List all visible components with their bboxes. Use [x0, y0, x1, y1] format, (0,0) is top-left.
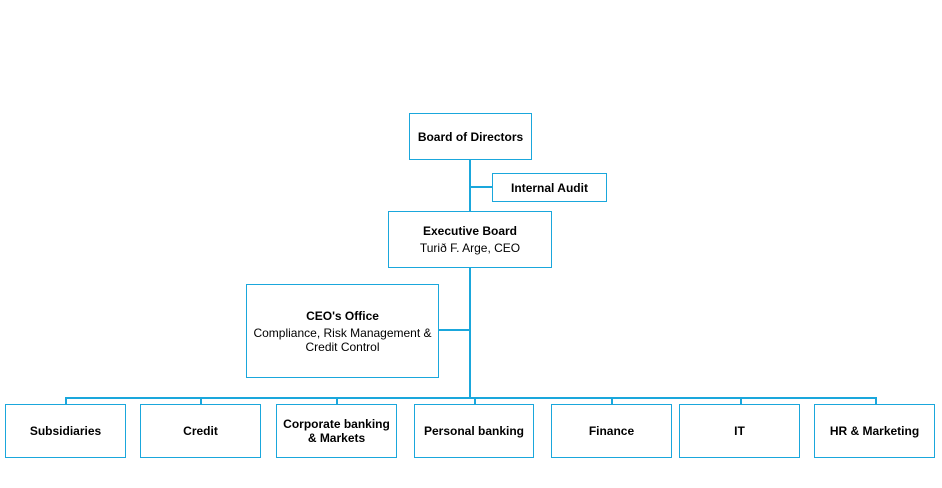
connector-ceo-office — [438, 329, 470, 331]
department-title: Subsidiaries — [29, 424, 102, 438]
connector-audit — [469, 186, 492, 188]
internal-audit-box: Internal Audit — [492, 173, 607, 202]
executive-board-subtitle: Turið F. Arge, CEO — [419, 241, 521, 255]
department-title: Personal banking — [423, 424, 525, 438]
ceo-office-title: CEO's Office — [306, 308, 379, 323]
executive-board-box: Executive Board Turið F. Arge, CEO — [388, 211, 552, 268]
board-title: Board of Directors — [417, 129, 524, 144]
connector-drop-subsidiaries — [65, 397, 67, 405]
ceo-office-box: CEO's Office Compliance, Risk Management… — [246, 284, 439, 378]
department-corporate-banking: Corporate banking & Markets — [276, 404, 397, 458]
department-it: IT — [679, 404, 800, 458]
connector-drop-corporate — [336, 397, 338, 405]
department-title-line1: Corporate banking — [283, 417, 390, 431]
department-subsidiaries: Subsidiaries — [5, 404, 126, 458]
connector-drop-personal — [474, 397, 476, 405]
department-finance: Finance — [551, 404, 672, 458]
department-title: HR & Marketing — [829, 424, 920, 438]
ceo-office-subtitle-line2: Credit Control — [305, 339, 380, 354]
department-title: Credit — [183, 424, 218, 438]
executive-board-title: Executive Board — [422, 224, 518, 238]
department-credit: Credit — [140, 404, 261, 458]
connector-board-exec — [469, 159, 471, 211]
connector-exec-trunk — [469, 267, 471, 397]
department-personal-banking: Personal banking — [414, 404, 534, 458]
connector-bus — [65, 397, 876, 399]
department-title: IT — [734, 424, 745, 438]
connector-drop-hr — [875, 397, 877, 405]
connector-drop-it — [740, 397, 742, 405]
board-of-directors-box: Board of Directors — [409, 113, 532, 160]
ceo-office-subtitle-line1: Compliance, Risk Management & — [253, 325, 432, 340]
department-hr-marketing: HR & Marketing — [814, 404, 935, 458]
department-title: Finance — [588, 424, 635, 438]
department-title-line2: & Markets — [307, 431, 366, 445]
internal-audit-title: Internal Audit — [511, 180, 588, 195]
connector-drop-finance — [611, 397, 613, 405]
connector-drop-credit — [200, 397, 202, 405]
